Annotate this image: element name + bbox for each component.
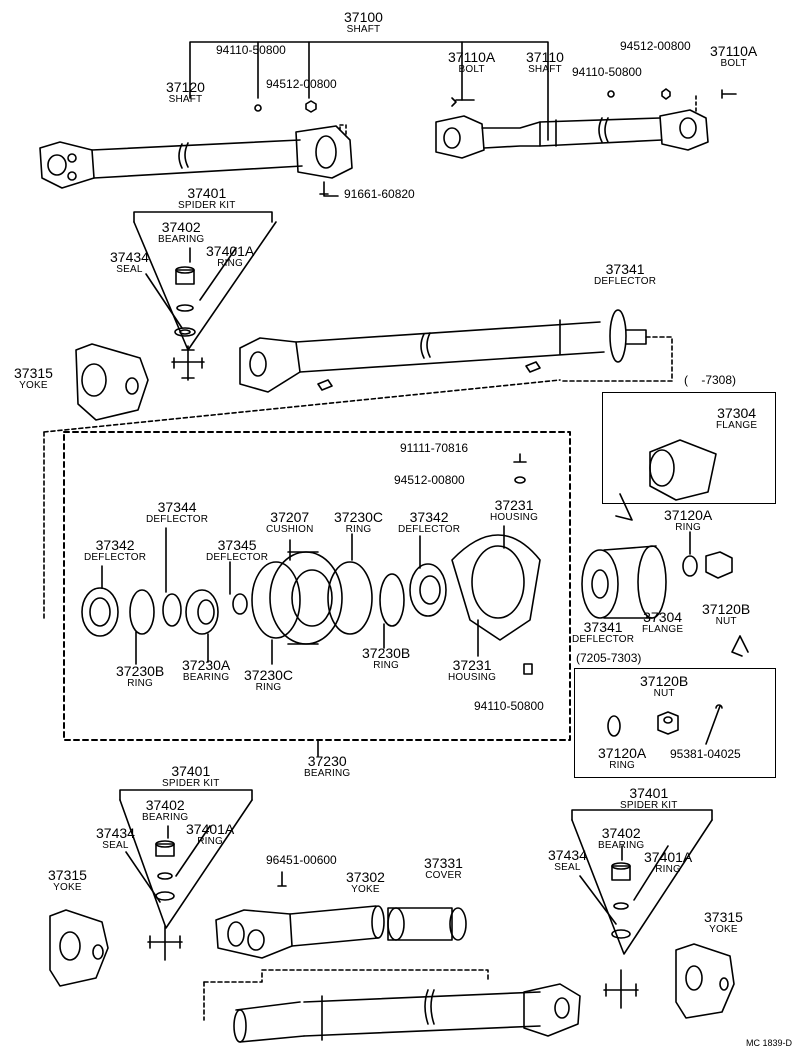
label-94110-50800-right: 94110-50800 (572, 65, 642, 79)
intermediate-shaft (239, 309, 673, 393)
slip-yoke-and-cover (215, 871, 467, 959)
label-91111-70816: 91111-70816 (400, 441, 469, 455)
label-94110-50800-box: 94110-50800 (474, 699, 544, 713)
label-91661-60820: 91661-60820 (344, 187, 415, 201)
label-range-old: ( -7308) (684, 373, 737, 387)
rear-propeller-shaft (435, 88, 737, 159)
front-propeller-shaft (39, 100, 353, 197)
flange-nut-assembly (581, 531, 749, 657)
rear-shaft-lower (203, 969, 581, 1043)
spider-kit-2-bracket (119, 789, 253, 929)
label-94512-00800-box: 94512-00800 (394, 473, 465, 487)
yoke-3-part (675, 943, 735, 1019)
flange-old-part (615, 439, 717, 521)
spider-kit-1-bracket (133, 211, 277, 351)
nut-box-parts (607, 704, 723, 745)
reference-code: MC 1839-D (745, 1038, 792, 1048)
yoke-2-part (49, 909, 109, 987)
label-94512-00800-top: 94512-00800 (266, 77, 337, 91)
spider-kit-3-bracket (571, 809, 713, 955)
label-96451-00600: 96451-00600 (266, 853, 337, 867)
shaft-assembly-bracket (189, 41, 549, 141)
nut-kit-box (574, 668, 776, 778)
spider-kit-2-parts (147, 840, 183, 961)
center-bearing-parts (81, 453, 541, 675)
label-94512-00800-right: 94512-00800 (620, 39, 691, 53)
yoke-1-part (75, 343, 149, 421)
label-94110-50800-top: 94110-50800 (216, 43, 286, 57)
old-flange-box (602, 392, 776, 504)
center-bearing-leaders (101, 525, 505, 665)
label-range-new: (7205-7303) (576, 651, 642, 665)
label-95381-04025: 95381-04025 (670, 747, 741, 761)
center-bearing-outline (43, 379, 571, 757)
spider-kit-3-parts (603, 862, 639, 1009)
spider-kit-1-parts (171, 266, 205, 381)
